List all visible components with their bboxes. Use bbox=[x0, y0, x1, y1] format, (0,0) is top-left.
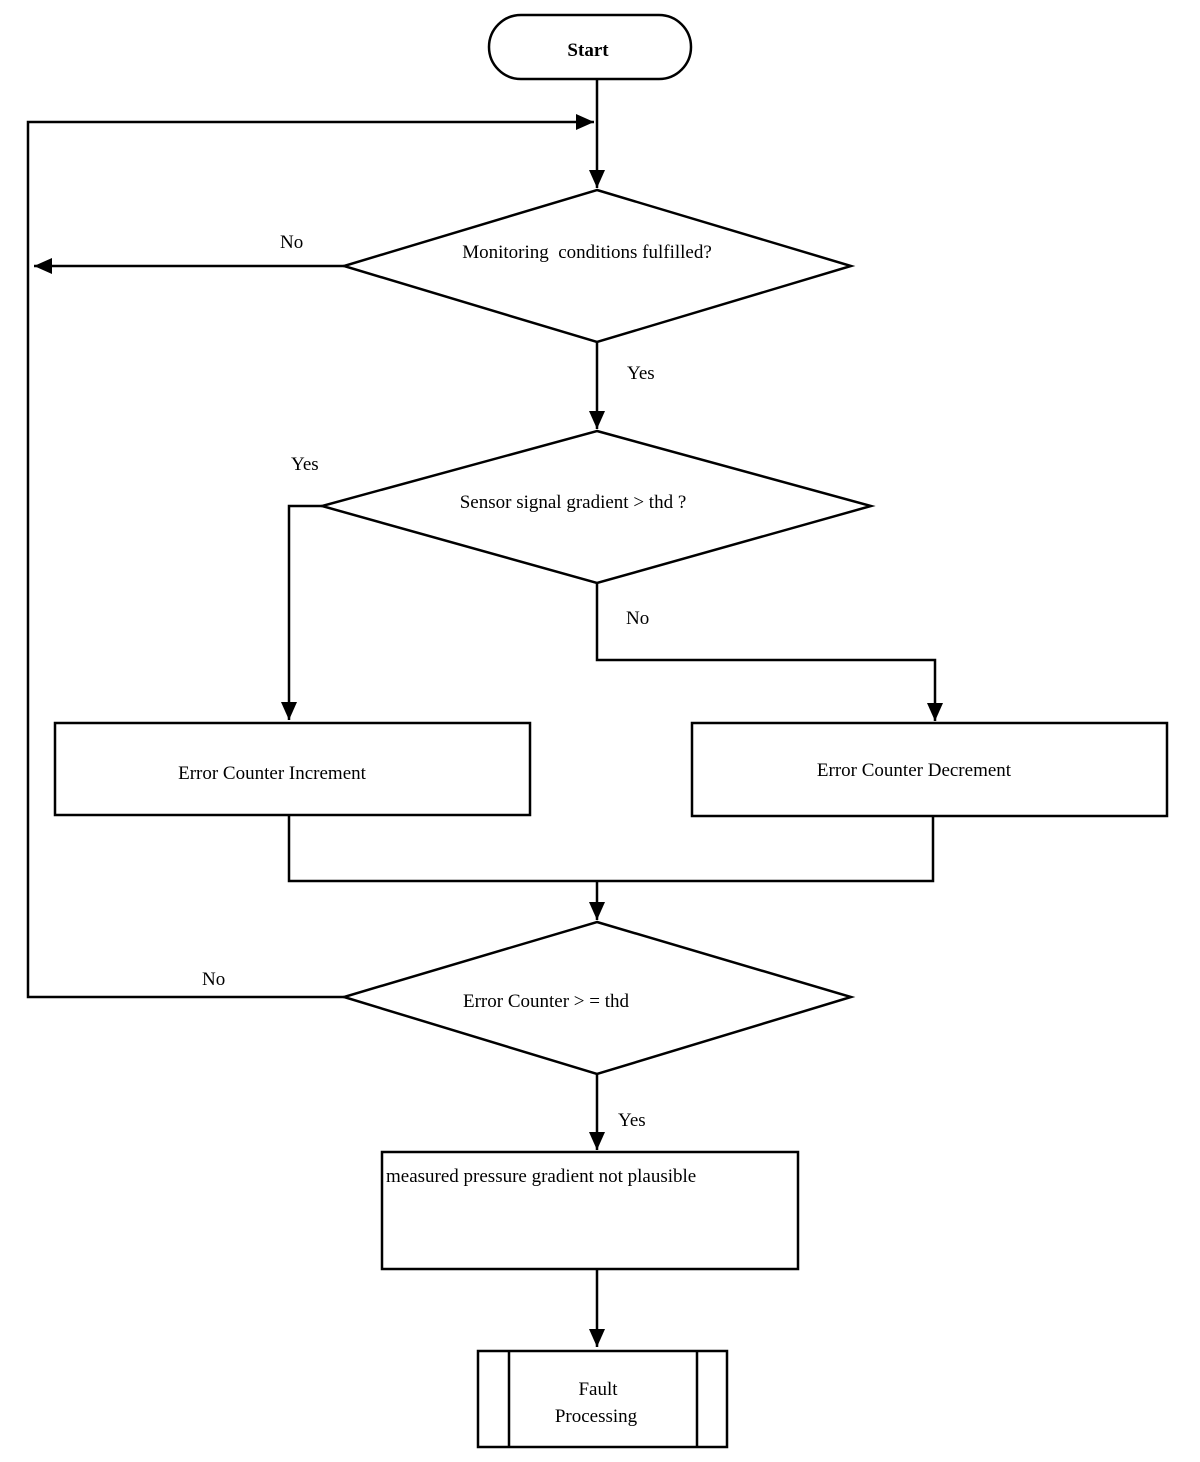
fault-processing-label-line1: Fault bbox=[578, 1379, 618, 1400]
connector-gradient-yes bbox=[281, 504, 322, 720]
label-yes-monitoring: Yes bbox=[627, 363, 655, 384]
process-not-plausible-shape bbox=[380, 1150, 800, 1271]
label-yes-gradient: Yes bbox=[291, 454, 319, 475]
label-no-counter: No bbox=[202, 969, 225, 990]
process-increment-shape bbox=[53, 721, 532, 817]
process-decrement: Error Counter Decrement bbox=[690, 721, 1169, 818]
decision-monitoring-label: Monitoring conditions fulfilled? bbox=[462, 242, 712, 263]
fault-processing-label-line2: Processing bbox=[555, 1406, 638, 1427]
process-decrement-shape bbox=[690, 721, 1169, 818]
process-not-plausible-label: measured pressure gradient not plausible bbox=[386, 1166, 696, 1187]
start-label: Start bbox=[567, 40, 609, 61]
process-decrement-label: Error Counter Decrement bbox=[817, 760, 1012, 781]
decision-monitoring: Monitoring conditions fulfilled? bbox=[339, 188, 856, 344]
connector-merge bbox=[287, 815, 935, 883]
fault-processing-shape bbox=[476, 1349, 729, 1449]
loop-back-connector bbox=[26, 114, 594, 999]
decision-gradient-label: Sensor signal gradient > thd ? bbox=[460, 492, 687, 513]
start-terminal: Start bbox=[487, 13, 693, 81]
connector-gradient-no bbox=[595, 583, 943, 721]
decision-monitoring-shape bbox=[339, 188, 856, 344]
decision-gradient: Sensor signal gradient > thd ? bbox=[317, 429, 876, 585]
decision-counter-label: Error Counter > = thd bbox=[463, 991, 630, 1012]
fault-processing: Fault Processing bbox=[476, 1349, 729, 1449]
label-yes-counter: Yes bbox=[618, 1110, 646, 1131]
decision-counter: Error Counter > = thd bbox=[339, 920, 856, 1076]
process-increment-label: Error Counter Increment bbox=[178, 763, 367, 784]
process-not-plausible: measured pressure gradient not plausible bbox=[380, 1150, 800, 1271]
process-increment: Error Counter Increment bbox=[53, 721, 532, 817]
label-no-monitoring: No bbox=[280, 232, 303, 253]
label-no-gradient: No bbox=[626, 608, 649, 629]
start-shape bbox=[487, 13, 693, 81]
